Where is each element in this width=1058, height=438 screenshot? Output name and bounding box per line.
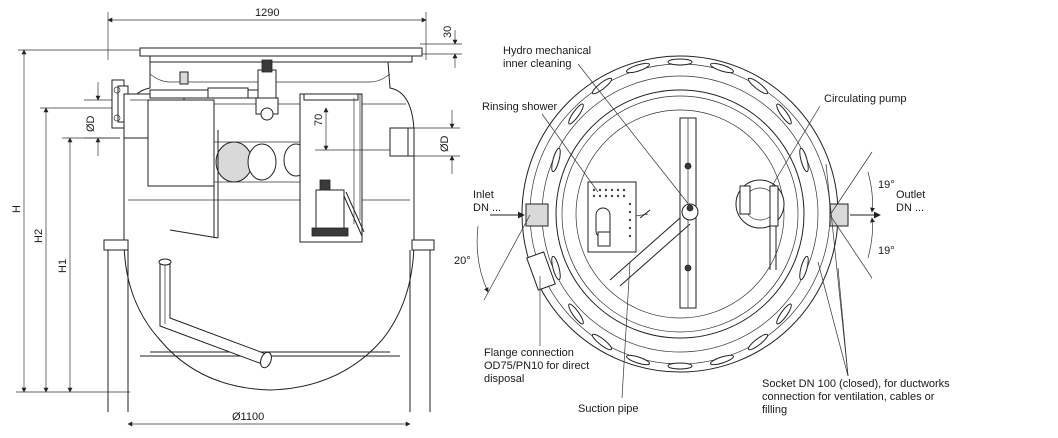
angle-20: 20° bbox=[454, 255, 471, 267]
angle-19-bottom: 19° bbox=[878, 245, 895, 257]
dim-70-label: 70 bbox=[313, 114, 325, 126]
dim-h1-label: H1 bbox=[57, 259, 69, 273]
label-outlet-2: DN ... bbox=[896, 202, 924, 214]
label-hydro-2: inner cleaning bbox=[503, 58, 572, 70]
label-inlet-2: DN ... bbox=[473, 202, 501, 214]
label-socket-2: connection for ventilation, cables or bbox=[762, 391, 935, 403]
dim-od-left-label: ØD bbox=[85, 115, 97, 132]
label-suction: Suction pipe bbox=[578, 403, 639, 415]
dim-base-label: Ø1100 bbox=[232, 411, 264, 423]
label-circulating: Circulating pump bbox=[824, 93, 907, 105]
dim-width-label: 1290 bbox=[255, 7, 279, 19]
dim-h2-label: H2 bbox=[33, 229, 45, 243]
label-inlet-1: Inlet bbox=[473, 189, 494, 201]
dim-top-label: 30 bbox=[442, 26, 454, 38]
top-view: 19° 19° 20° Hydro mechanical inner clean… bbox=[454, 45, 950, 416]
label-outlet-1: Outlet bbox=[896, 189, 925, 201]
angle-19-top: 19° bbox=[878, 179, 895, 191]
label-flange-1: Flange connection bbox=[484, 347, 574, 359]
label-socket-3: filling bbox=[762, 404, 787, 416]
label-flange-2: OD75/PN10 for direct bbox=[484, 360, 589, 372]
side-view: 1290 30 H H2 H1 ØD ØD bbox=[11, 7, 462, 427]
dim-h-label: H bbox=[11, 205, 23, 213]
label-flange-3: disposal bbox=[484, 373, 524, 385]
ring-slots bbox=[551, 58, 809, 370]
label-socket-1: Socket DN 100 (closed), for ductworks bbox=[762, 378, 950, 390]
dim-od-right-label: ØD bbox=[439, 135, 451, 152]
label-hydro-1: Hydro mechanical bbox=[503, 45, 591, 57]
label-rinsing: Rinsing shower bbox=[482, 101, 558, 113]
